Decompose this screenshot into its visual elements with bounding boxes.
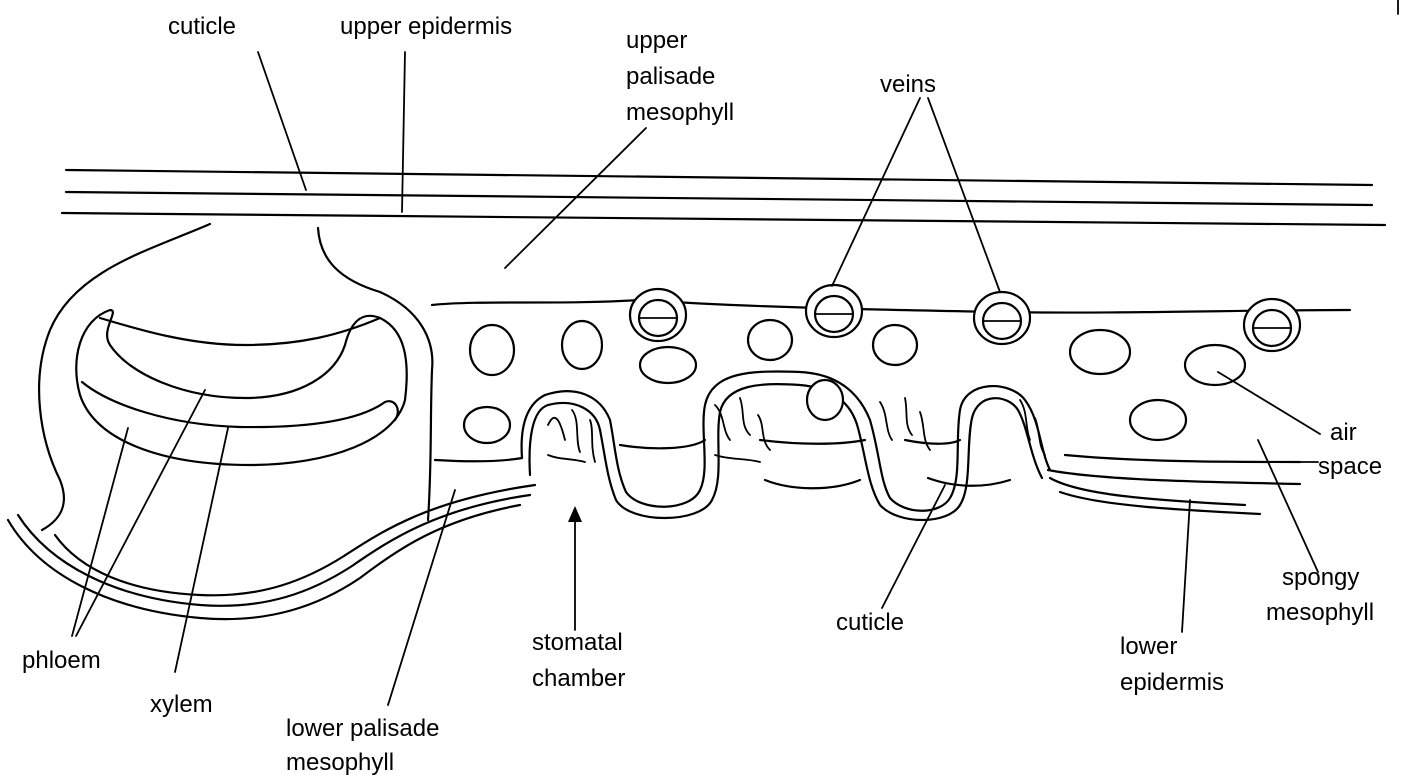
air-spaces [464, 320, 1245, 443]
label-air-space-2: space [1318, 453, 1382, 480]
leader-cuticle-bottom [882, 485, 945, 608]
leader-phloem-1 [72, 428, 128, 636]
crypt-hairs-1 [548, 410, 595, 462]
crypt-cuticle-2 [928, 478, 1010, 486]
label-cuticle-top: cuticle [168, 13, 236, 40]
labels: cuticle upper epidermis upper palisade m… [22, 13, 1382, 776]
label-upper-epidermis: upper epidermis [340, 13, 512, 40]
vein-bundle [974, 292, 1030, 344]
leader-spongy [1258, 440, 1318, 572]
air-space-oval [1185, 345, 1245, 385]
air-space-oval [640, 347, 696, 383]
air-space-oval [873, 325, 917, 365]
label-lower-epidermis-2: epidermis [1120, 669, 1224, 696]
label-upper-palisade-2: palisade [626, 63, 715, 90]
xylem-region [82, 382, 398, 427]
leader-xylem [175, 428, 228, 672]
label-cuticle-bottom: cuticle [836, 609, 904, 636]
air-space-oval [562, 321, 602, 369]
label-upper-palisade-3: mesophyll [626, 99, 734, 126]
label-lower-palisade-1: lower palisade [286, 715, 439, 742]
upper-layers [62, 170, 1385, 225]
air-space-oval [748, 320, 792, 360]
phloem-region [76, 310, 406, 465]
label-stomatal-2: chamber [532, 665, 625, 692]
veins-group [630, 285, 1300, 351]
lower-palisade-top [435, 458, 522, 461]
crypt-outer-wall [522, 371, 1050, 510]
leader-phloem-2 [76, 390, 205, 636]
crypt-inner-wall [530, 384, 1042, 520]
midrib [8, 224, 535, 619]
upper-epidermis-line-1 [66, 192, 1372, 205]
lower-epidermis-right-3 [1060, 492, 1260, 514]
leader-lower-palisade [388, 490, 455, 705]
label-spongy-1: spongy [1282, 564, 1359, 591]
leader-lower-epidermis [1182, 500, 1190, 632]
midrib-sheath-outline [39, 224, 210, 530]
stomatal-crypts [522, 371, 1050, 520]
cuticle-top-line [66, 170, 1372, 185]
crypt-cuticle-1 [765, 480, 860, 488]
crypt-floor-1 [620, 440, 705, 448]
air-space-oval [464, 407, 510, 443]
crypt-floor-2 [760, 440, 865, 444]
crypt-hairs-4 [1020, 400, 1045, 455]
leader-vein-2 [928, 98, 1000, 292]
palisade-lower-boundary [432, 300, 1350, 313]
vein-bundle [630, 289, 686, 341]
label-xylem: xylem [150, 691, 213, 718]
midrib-sheath-right [318, 228, 432, 520]
air-space-oval [1070, 330, 1130, 374]
label-lower-palisade-2: mesophyll [286, 749, 394, 776]
leader-cuticle-top [258, 52, 306, 190]
label-stomatal-1: stomatal [532, 629, 623, 656]
vein-bundle [806, 285, 862, 337]
label-lower-epidermis-1: lower [1120, 633, 1177, 660]
stomatal-arrowhead [568, 506, 582, 522]
crypt-floor-3 [905, 440, 960, 444]
air-space-oval [807, 380, 843, 420]
label-upper-palisade-1: upper [626, 27, 687, 54]
label-spongy-2: mesophyll [1266, 599, 1374, 626]
lower-epidermis-right-1 [1048, 470, 1300, 484]
upper-epidermis-line-2 [62, 213, 1385, 225]
label-veins: veins [880, 71, 936, 98]
label-phloem: phloem [22, 647, 101, 674]
crypt-hairs-2 [715, 398, 770, 462]
leader-upper-epidermis [402, 52, 405, 212]
leader-vein-1 [832, 98, 920, 286]
air-space-oval [470, 325, 514, 375]
xylem-inner-arc [100, 318, 380, 345]
label-air-space-1: air [1330, 419, 1357, 446]
air-space-oval [1130, 400, 1186, 440]
leader-air-space [1218, 372, 1320, 434]
vein-bundle [1244, 299, 1300, 351]
